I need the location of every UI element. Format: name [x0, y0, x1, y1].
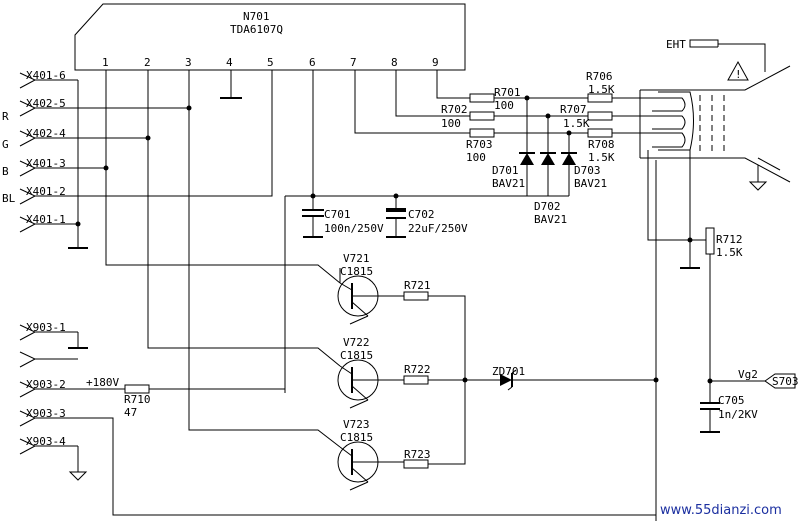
c702-value: 22uF/250V [408, 222, 468, 235]
watermark: www.55dianzi.com [660, 503, 782, 518]
ic-pin-5: 5 [267, 56, 274, 69]
label-x903-1: X903-1 [26, 321, 66, 334]
zener-zd701: ZD701 [465, 365, 659, 391]
input-connectors: X401-6 X402-5 X402-4 X401-3 X401-2 X401-… [2, 69, 192, 249]
d703-part: BAV21 [574, 177, 607, 190]
label-x903-2: X903-2 [26, 378, 66, 391]
c705-value: 1n/2KV [718, 408, 758, 421]
eht-warning-icon: ! [735, 68, 742, 81]
c705-ref: C705 [718, 394, 745, 407]
label-s703: S703 [772, 375, 799, 388]
r702-ref: R702 [441, 103, 468, 116]
ic-pin-2: 2 [144, 56, 151, 69]
r723-ref: R723 [404, 448, 431, 461]
diode-d703: D703 BAV21 [561, 152, 607, 190]
c702-ref: C702 [408, 208, 435, 221]
r708-ref: R708 [588, 138, 615, 151]
ic-pin-8: 8 [391, 56, 398, 69]
r710-ref: R710 [124, 393, 151, 406]
collector-resistors: R721 R722 R723 [380, 279, 468, 469]
resistor-r722 [403, 375, 429, 385]
vg2-network: R712 1.5K Vg2 S703 C705 1n/2KV [687, 227, 799, 433]
v722-part: C1815 [340, 349, 373, 362]
crt-tube: ! EHT [639, 38, 791, 269]
label-x401-3: X401-3 [26, 157, 66, 170]
resistor-r703 [469, 128, 495, 138]
r721-ref: R721 [404, 279, 431, 292]
signal-ht: +180V [86, 376, 119, 389]
r706-value: 1.5K [588, 83, 615, 96]
r722-ref: R722 [404, 363, 431, 376]
resistor-r710 [124, 384, 150, 394]
pin-wires [35, 70, 470, 448]
r706-ref: R706 [586, 70, 613, 83]
ic-pin-3: 3 [185, 56, 192, 69]
ic-pin-1: 1 [102, 56, 109, 69]
d702-part: BAV21 [534, 213, 567, 226]
resistor-r721 [403, 291, 429, 301]
r712-ref: R712 [716, 233, 743, 246]
signal-g: G [2, 138, 9, 151]
resistor-r708 [587, 128, 613, 138]
d701-ref: D701 [492, 164, 519, 177]
label-x903-4: X903-4 [26, 435, 66, 448]
v723-ref: V723 [343, 418, 370, 431]
supply-filter: C701 100n/250V C702 22uF/250V [284, 193, 468, 393]
signal-b: B [2, 165, 9, 178]
capacitor-c705: C705 1n/2KV [700, 394, 758, 433]
label-x401-2: X401-2 [26, 185, 66, 198]
d701-part: BAV21 [492, 177, 525, 190]
capacitor-c701: C701 100n/250V [302, 196, 384, 238]
resistor-r723 [403, 459, 429, 469]
signal-bl: BL [2, 192, 16, 205]
r701-value: 100 [494, 99, 514, 112]
r702-value: 100 [441, 117, 461, 130]
label-x402-4: X402-4 [26, 127, 66, 140]
label-x903-3: X903-3 [26, 407, 66, 420]
r712-value: 1.5K [716, 246, 743, 259]
resistor-r712 [705, 227, 715, 255]
ic-pin-7: 7 [350, 56, 357, 69]
c701-ref: C701 [324, 208, 351, 221]
diode-d702: D702 BAV21 [534, 152, 567, 226]
r707-ref: R707 [560, 103, 587, 116]
transistor-v721: V721 C1815 [337, 252, 380, 325]
r703-ref: R703 [466, 138, 493, 151]
transistor-v723: V723 C1815 [337, 418, 380, 491]
ic-pin-9: 9 [432, 56, 439, 69]
d702-ref: D702 [534, 200, 561, 213]
ic-pin-4: 4 [226, 56, 233, 69]
r710-value: 47 [124, 406, 137, 419]
d703-ref: D703 [574, 164, 601, 177]
transistor-v722: V722 C1815 [337, 336, 380, 409]
r701-ref: R701 [494, 86, 521, 99]
output-network: R701 100 R702 100 R703 100 D701 BAV21 [440, 70, 652, 226]
ic-part: TDA6107Q [230, 23, 283, 36]
capacitor-c702: C702 22uF/250V [386, 196, 468, 238]
resistor-r702 [469, 111, 495, 121]
ic-name: N701 [243, 10, 270, 23]
label-x401-1: X401-1 [26, 213, 66, 226]
diode-d701: D701 BAV21 [492, 152, 535, 190]
v722-ref: V722 [343, 336, 370, 349]
label-x402-5: X402-5 [26, 97, 66, 110]
label-x401-6: X401-6 [26, 69, 66, 82]
zd701-ref: ZD701 [492, 365, 525, 378]
resistor-r701 [469, 93, 495, 103]
ic-pin-6: 6 [309, 56, 316, 69]
signal-r: R [2, 110, 9, 123]
r708-value: 1.5K [588, 151, 615, 164]
resistor-r707 [587, 111, 613, 121]
v721-ref: V721 [343, 252, 370, 265]
power-connectors: X903-1 X903-2 +180V R710 47 X903-3 X903-… [19, 321, 656, 516]
signal-eht: EHT [666, 38, 686, 51]
ic-n701: N701 TDA6107Q 1 2 3 4 5 6 7 8 9 [74, 3, 466, 71]
v723-part: C1815 [340, 431, 373, 444]
v721-part: C1815 [340, 265, 373, 278]
r707-value: 1.5K [563, 117, 590, 130]
c701-value: 100n/250V [324, 222, 384, 235]
signal-vg2: Vg2 [738, 368, 758, 381]
r703-value: 100 [466, 151, 486, 164]
